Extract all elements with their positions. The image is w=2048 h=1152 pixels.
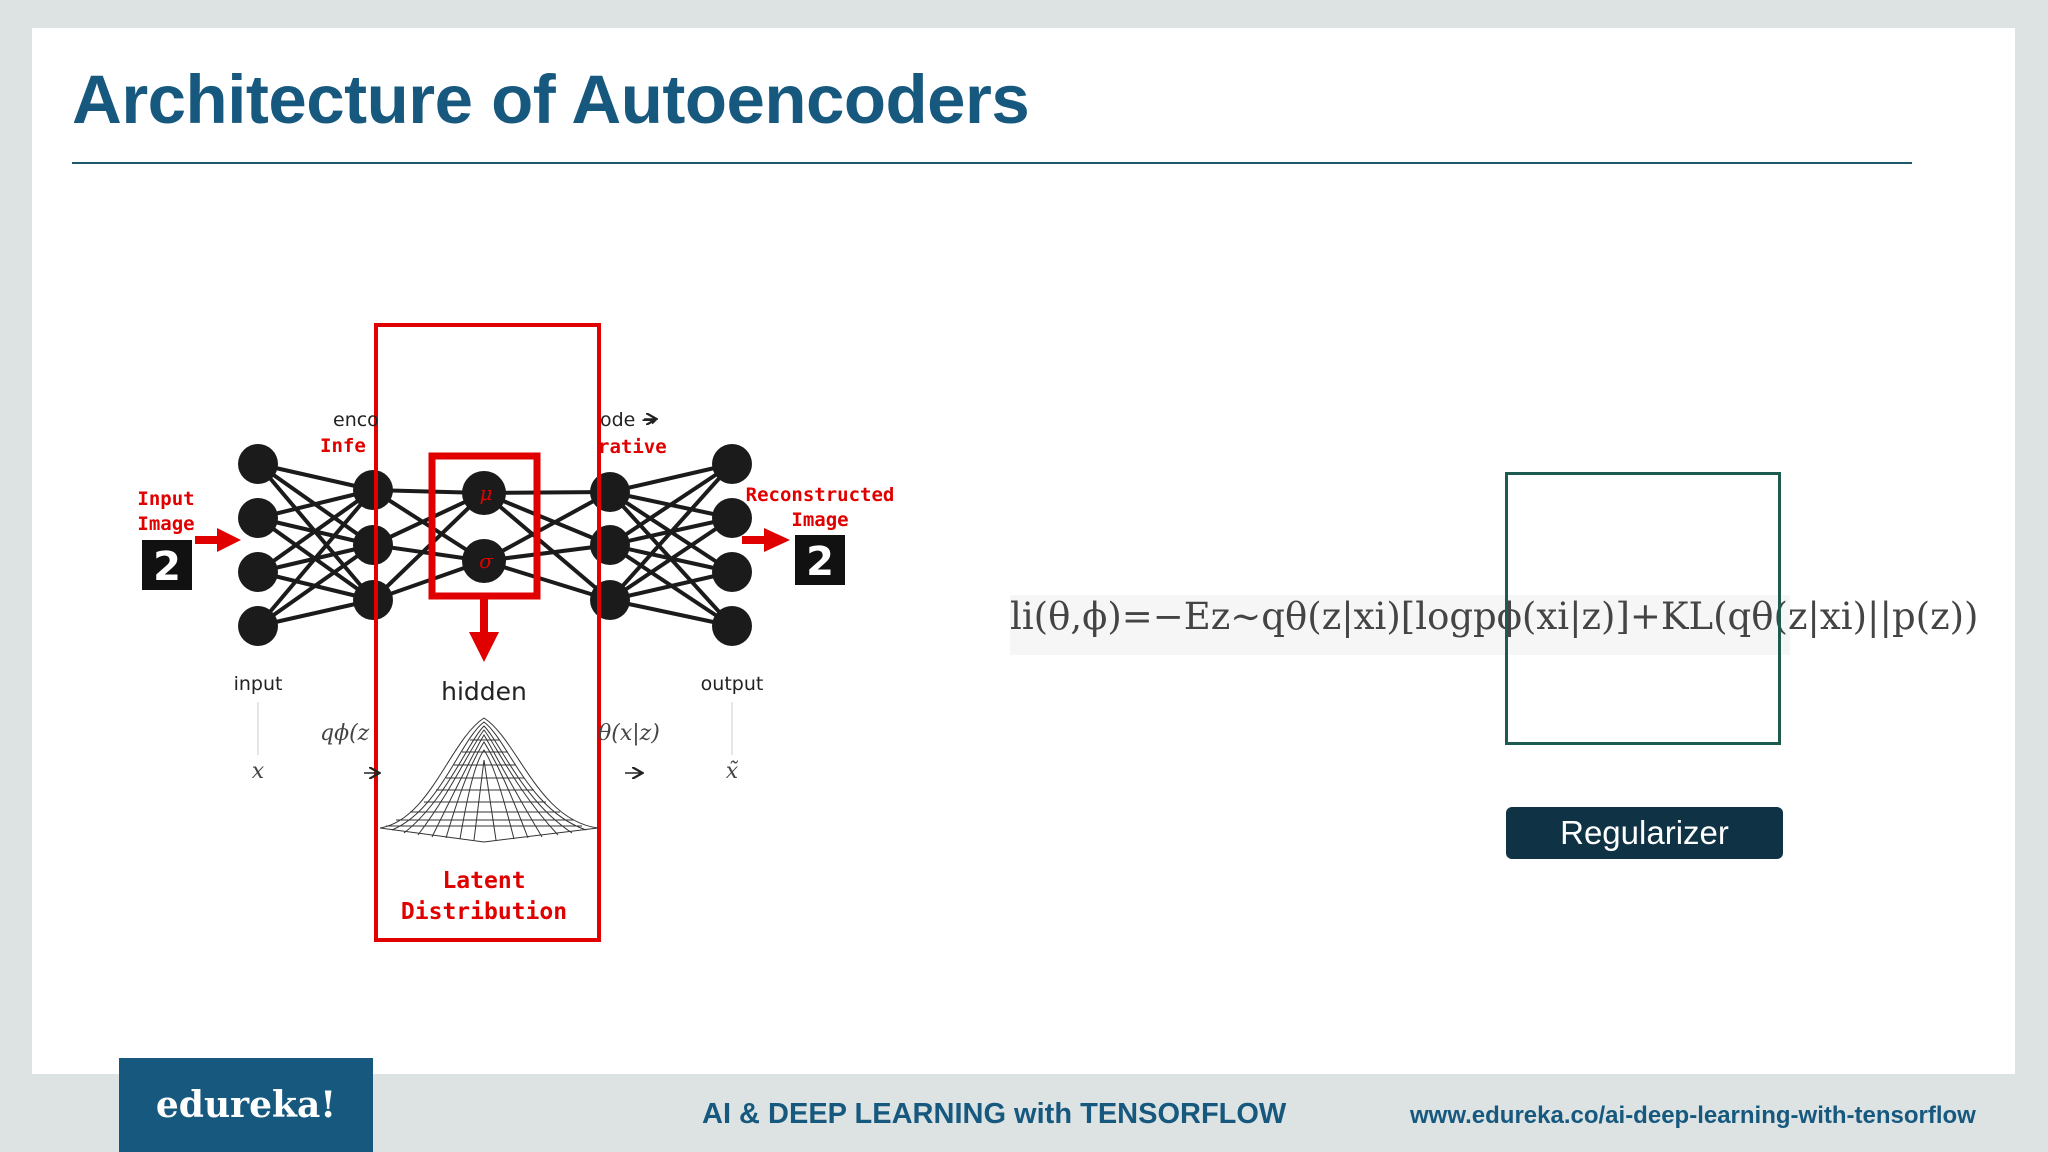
svg-text:2: 2: [806, 539, 834, 585]
reconstructed-label-2: Image: [791, 509, 848, 531]
input-image-label-1: Input: [137, 488, 194, 510]
title-divider: [72, 162, 1912, 164]
decoder-partial-label: ode →: [600, 409, 657, 431]
q-partial-label: qϕ(z: [320, 721, 370, 746]
mu-node: [462, 471, 506, 515]
p-partial-label: θ(x|z): [598, 721, 660, 746]
input-image-thumbnail: [142, 540, 192, 590]
regularizer-label: Regularizer: [1506, 807, 1783, 859]
formula-text: li(θ,ϕ)=−Ez∼qθ(z|xi)[logpϕ(xi|z)]+KL(qθ(…: [1010, 595, 1979, 638]
output-image-thumbnail: [795, 535, 845, 585]
down-arrow-icon: [469, 632, 499, 662]
output-arrow-icon: [764, 528, 790, 552]
latent-outer-box: [374, 323, 601, 942]
regularizer-highlight-box: [1505, 472, 1781, 745]
reconstructed-label-1: Reconstructed: [746, 484, 895, 506]
inference-partial-label: Infe: [320, 435, 366, 457]
input-image-label-2: Image: [137, 513, 194, 535]
svg-text:2: 2: [153, 544, 181, 590]
edureka-logo: edureka!: [119, 1058, 373, 1152]
slide-title: Architecture of Autoencoders: [72, 61, 1030, 138]
output-layer-nodes: [712, 444, 752, 646]
x-symbol: x: [252, 759, 265, 784]
input-layer-nodes: [238, 444, 278, 646]
generative-partial-label: rative: [598, 436, 667, 458]
hidden-label: hidden: [441, 677, 527, 706]
sigma-symbol: σ: [479, 549, 494, 573]
input-node-label: input: [234, 673, 283, 695]
output-node-label: output: [701, 673, 764, 695]
gaussian-surface-icon: [379, 717, 599, 843]
x-tilde-symbol: x̃: [726, 759, 739, 784]
encoder-hidden-nodes: [353, 470, 393, 620]
encoder-partial-label: enco: [333, 409, 379, 431]
footer-course-title: AI & DEEP LEARNING with TENSORFLOW: [702, 1098, 1287, 1130]
input-arrow-icon: [217, 528, 241, 552]
mu-symbol: μ: [480, 481, 493, 505]
sigma-node: [462, 539, 506, 583]
footer-url: www.edureka.co/ai-deep-learning-with-ten…: [1410, 1102, 1976, 1129]
latent-label-1: Latent: [442, 868, 525, 894]
latent-label-2: Distribution: [401, 899, 567, 925]
loss-function-formula: li(θ,ϕ)=−Ez∼qθ(z|xi)[logpϕ(xi|z)]+KL(qθ(…: [1010, 595, 1978, 655]
